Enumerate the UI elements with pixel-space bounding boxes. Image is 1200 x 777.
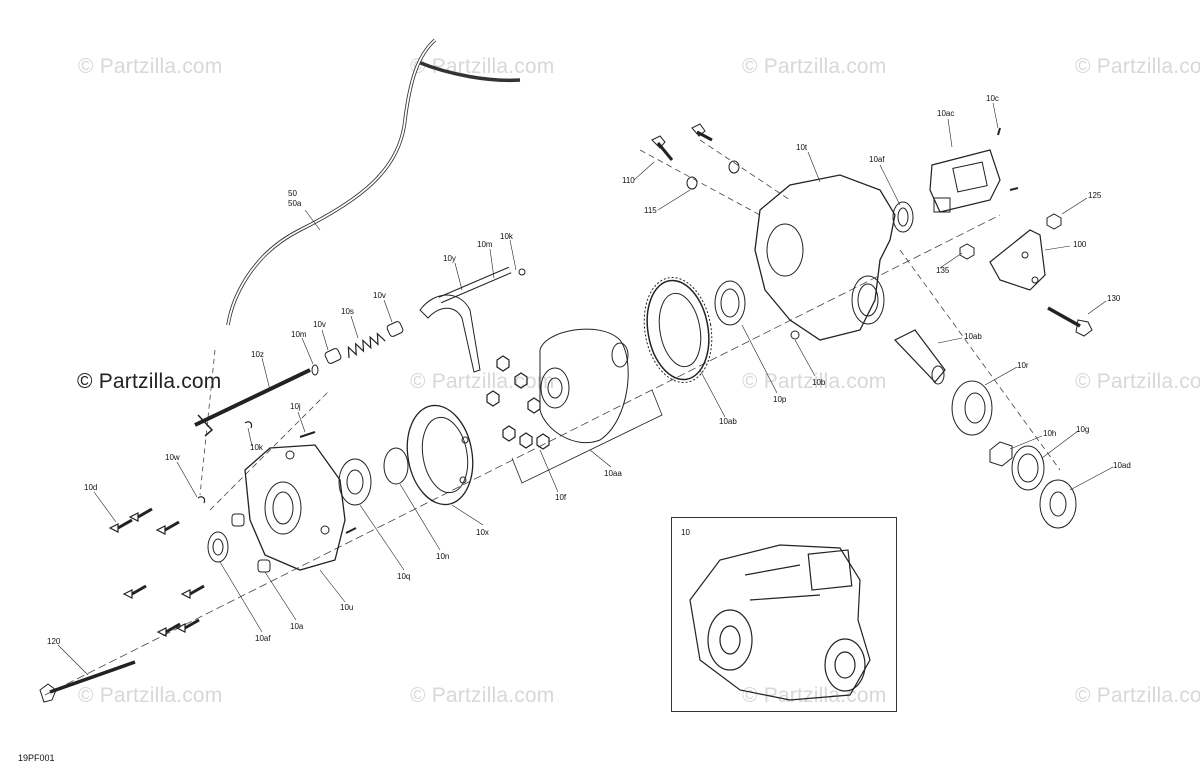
callout-50a[interactable]: 50a — [288, 199, 302, 208]
callout-10a[interactable]: 10a — [290, 622, 304, 631]
watermark: © Partzilla.com — [742, 370, 887, 393]
callout-10ad[interactable]: 10ad — [1113, 461, 1131, 470]
callout-10m[interactable]: 10m — [291, 330, 307, 339]
callout-10ab[interactable]: 10ab — [719, 417, 737, 426]
callout-10k[interactable]: 10k — [250, 443, 263, 452]
pinion-shaft — [894, 329, 946, 383]
figure-code: 19PF001 — [18, 753, 55, 763]
spring — [347, 332, 386, 359]
callout-10aa[interactable]: 10aa — [604, 469, 622, 478]
watermark: © Partzilla.com — [410, 370, 555, 393]
callout-10x[interactable]: 10x — [476, 528, 489, 537]
callout-10w[interactable]: 10w — [165, 453, 180, 462]
callout-10c[interactable]: 10c — [986, 94, 999, 103]
differential — [539, 328, 629, 444]
callout-10k[interactable]: 10k — [500, 232, 513, 241]
right-housing — [754, 174, 896, 341]
callout-10m[interactable]: 10m — [477, 240, 493, 249]
watermark: © Partzilla.com — [1075, 684, 1200, 707]
callout-135[interactable]: 135 — [936, 266, 950, 275]
callout-130[interactable]: 130 — [1107, 294, 1121, 303]
watermark: © Partzilla.com — [78, 684, 223, 707]
callout-10q[interactable]: 10q — [397, 572, 411, 581]
callout-10n[interactable]: 10n — [436, 552, 450, 561]
callout-10g[interactable]: 10g — [1076, 425, 1090, 434]
bolt-group — [108, 507, 205, 637]
callout-10ab[interactable]: 10ab — [964, 332, 982, 341]
callout-10t[interactable]: 10t — [796, 143, 808, 152]
callout-10af[interactable]: 10af — [255, 634, 271, 643]
callout-10u[interactable]: 10u — [340, 603, 354, 612]
callout-10b[interactable]: 10b — [812, 378, 826, 387]
watermark: © Partzilla.com — [410, 684, 555, 707]
callout-10f[interactable]: 10f — [555, 493, 567, 502]
callout-10v[interactable]: 10v — [373, 291, 386, 300]
assembly-axis — [44, 214, 1001, 696]
callout-10j[interactable]: 10j — [290, 402, 301, 411]
callout-10s[interactable]: 10s — [341, 307, 354, 316]
callout-10h[interactable]: 10h — [1043, 429, 1057, 438]
callout-10y[interactable]: 10y — [443, 254, 456, 263]
left-housing — [244, 444, 346, 571]
callout-115[interactable]: 115 — [644, 206, 657, 215]
callout-120[interactable]: 120 — [47, 637, 61, 646]
inset-label: 10 — [681, 528, 690, 537]
watermark: © Partzilla.com — [742, 55, 887, 78]
callout-125[interactable]: 125 — [1088, 191, 1102, 200]
callout-10v[interactable]: 10v — [313, 320, 326, 329]
assembled-unit-illustration — [689, 544, 871, 701]
actuator — [929, 149, 1001, 213]
bracket — [989, 229, 1046, 291]
callout-10r[interactable]: 10r — [1017, 361, 1029, 370]
callout-110[interactable]: 110 — [622, 176, 635, 185]
callout-100[interactable]: 100 — [1073, 240, 1087, 249]
callout-50[interactable]: 50 — [288, 189, 297, 198]
callout-10af[interactable]: 10af — [869, 155, 885, 164]
watermark: © Partzilla.com — [1075, 55, 1200, 78]
center-watermark: © Partzilla.com — [77, 370, 222, 393]
cover-plate — [406, 404, 474, 506]
ring-gear — [643, 276, 713, 384]
assembled-unit-inset — [671, 517, 897, 712]
callout-10ac[interactable]: 10ac — [937, 109, 955, 118]
watermark: © Partzilla.com — [78, 55, 223, 78]
callout-10p[interactable]: 10p — [773, 395, 787, 404]
callout-10z[interactable]: 10z — [251, 350, 264, 359]
callout-10d[interactable]: 10d — [84, 483, 98, 492]
watermark: © Partzilla.com — [1075, 370, 1200, 393]
